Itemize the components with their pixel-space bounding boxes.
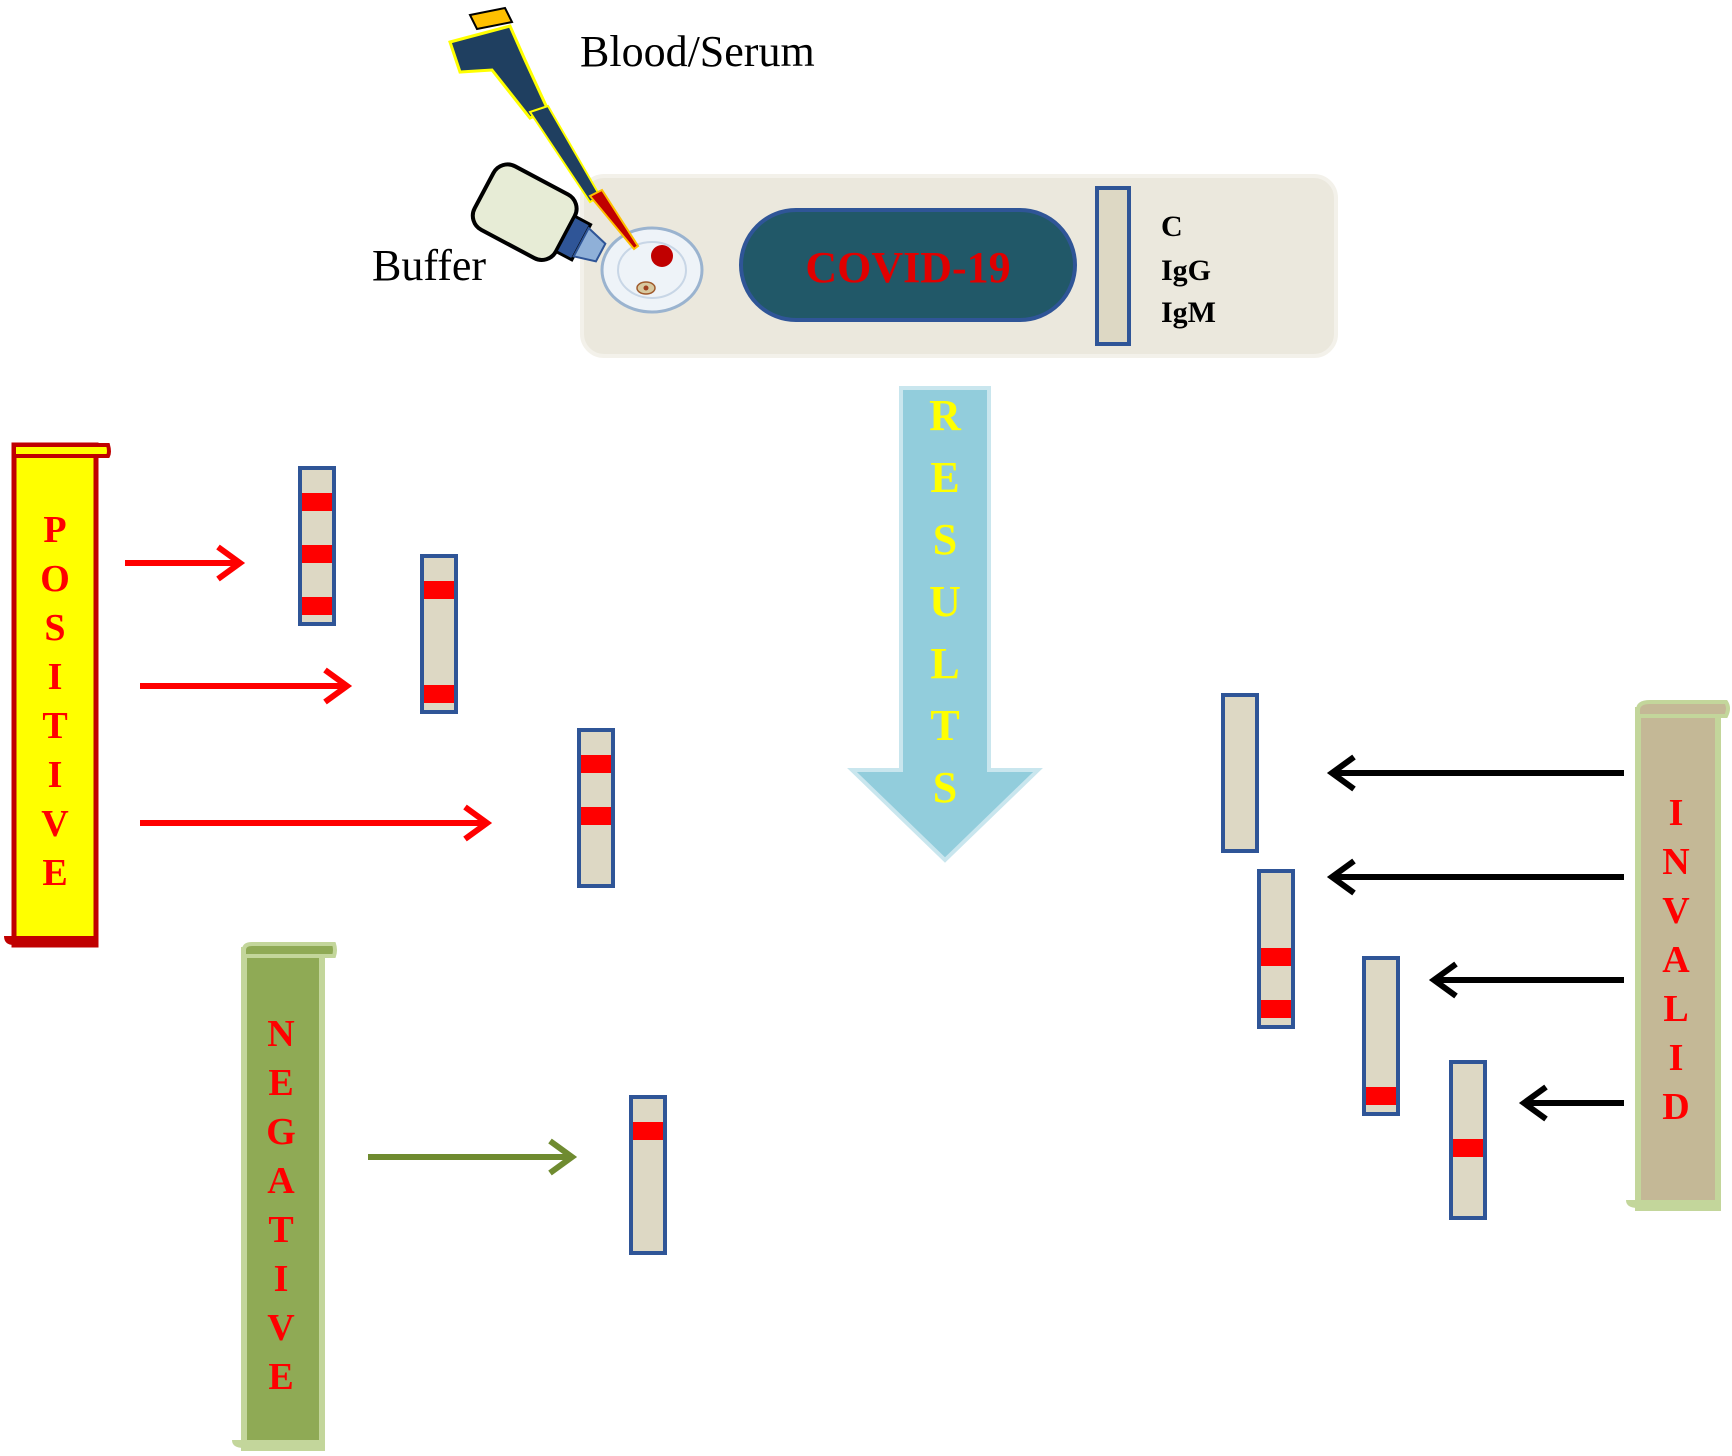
positive-arrows (125, 544, 493, 842)
positive-strip (420, 554, 458, 714)
invalid-letter: I (1669, 792, 1684, 834)
invalid-arrows (1326, 754, 1624, 1122)
band-igm (302, 597, 332, 615)
negative-letter: E (268, 1062, 293, 1104)
buffer-label: Buffer (372, 241, 486, 290)
results-letter: R (929, 391, 962, 440)
positive-letter: O (40, 558, 70, 600)
band-igg (581, 807, 611, 825)
strip-body (629, 1095, 667, 1255)
pipette-icon (448, 6, 640, 251)
band-c (424, 581, 454, 599)
invalid-strip (1449, 1060, 1487, 1220)
device-oval (739, 208, 1077, 322)
line-label-igm: IgM (1161, 296, 1216, 329)
band-igg (302, 545, 332, 563)
result-window (1095, 186, 1131, 346)
negative-strip (629, 1095, 667, 1255)
positive-letter: V (41, 803, 69, 845)
invalid-letter: D (1662, 1086, 1689, 1128)
test-cassette: COVID-19 C IgG IgM (580, 174, 1338, 358)
results-letter: U (929, 577, 961, 626)
negative-letter: G (266, 1111, 296, 1153)
invalid-letter: L (1663, 988, 1688, 1030)
line-label-c: C (1161, 210, 1183, 243)
invalid-strip (1257, 869, 1295, 1029)
invalid-strip (1362, 956, 1400, 1116)
negative-letter: I (274, 1258, 289, 1300)
positive-letter: I (48, 656, 63, 698)
band-igm (424, 685, 454, 703)
band-c (633, 1122, 663, 1140)
device-brand-label: COVID-19 (805, 243, 1010, 292)
band-igm (1261, 1000, 1291, 1018)
positive-strip (577, 728, 615, 888)
invalid-letter: I (1669, 1037, 1684, 1079)
results-letter: S (933, 763, 957, 812)
invalid-strip (1221, 693, 1259, 853)
buffer-bottle-icon (470, 162, 607, 263)
results-letter: T (930, 701, 959, 750)
positive-letter: I (48, 754, 63, 796)
band-igg (1261, 948, 1291, 966)
results-letter: L (930, 639, 959, 688)
negative-letter: N (267, 1013, 294, 1055)
invalid-letter: A (1662, 939, 1690, 981)
negative-arrow (368, 1138, 578, 1176)
band-igg (1453, 1139, 1483, 1157)
results-letter: E (930, 453, 959, 502)
positive-letter: E (42, 852, 67, 894)
invalid-letter: N (1662, 841, 1689, 883)
line-label-igg: IgG (1161, 254, 1211, 287)
negative-letter: E (268, 1356, 293, 1398)
result-strips (298, 466, 1487, 1255)
positive-letter: P (43, 509, 66, 551)
positive-letter: T (42, 705, 67, 747)
blood-serum-label: Blood/Serum (580, 27, 815, 76)
negative-letter: A (267, 1160, 295, 1202)
invalid-letter: V (1662, 890, 1690, 932)
sample-well (600, 226, 704, 314)
strip-body (1221, 693, 1259, 853)
positive-strip (298, 466, 336, 626)
negative-letter: T (268, 1209, 293, 1251)
band-c (581, 755, 611, 773)
band-c (302, 493, 332, 511)
results-letter: S (933, 515, 957, 564)
positive-letter: S (44, 607, 65, 649)
band-igm (1366, 1087, 1396, 1105)
negative-letter: V (267, 1307, 295, 1349)
